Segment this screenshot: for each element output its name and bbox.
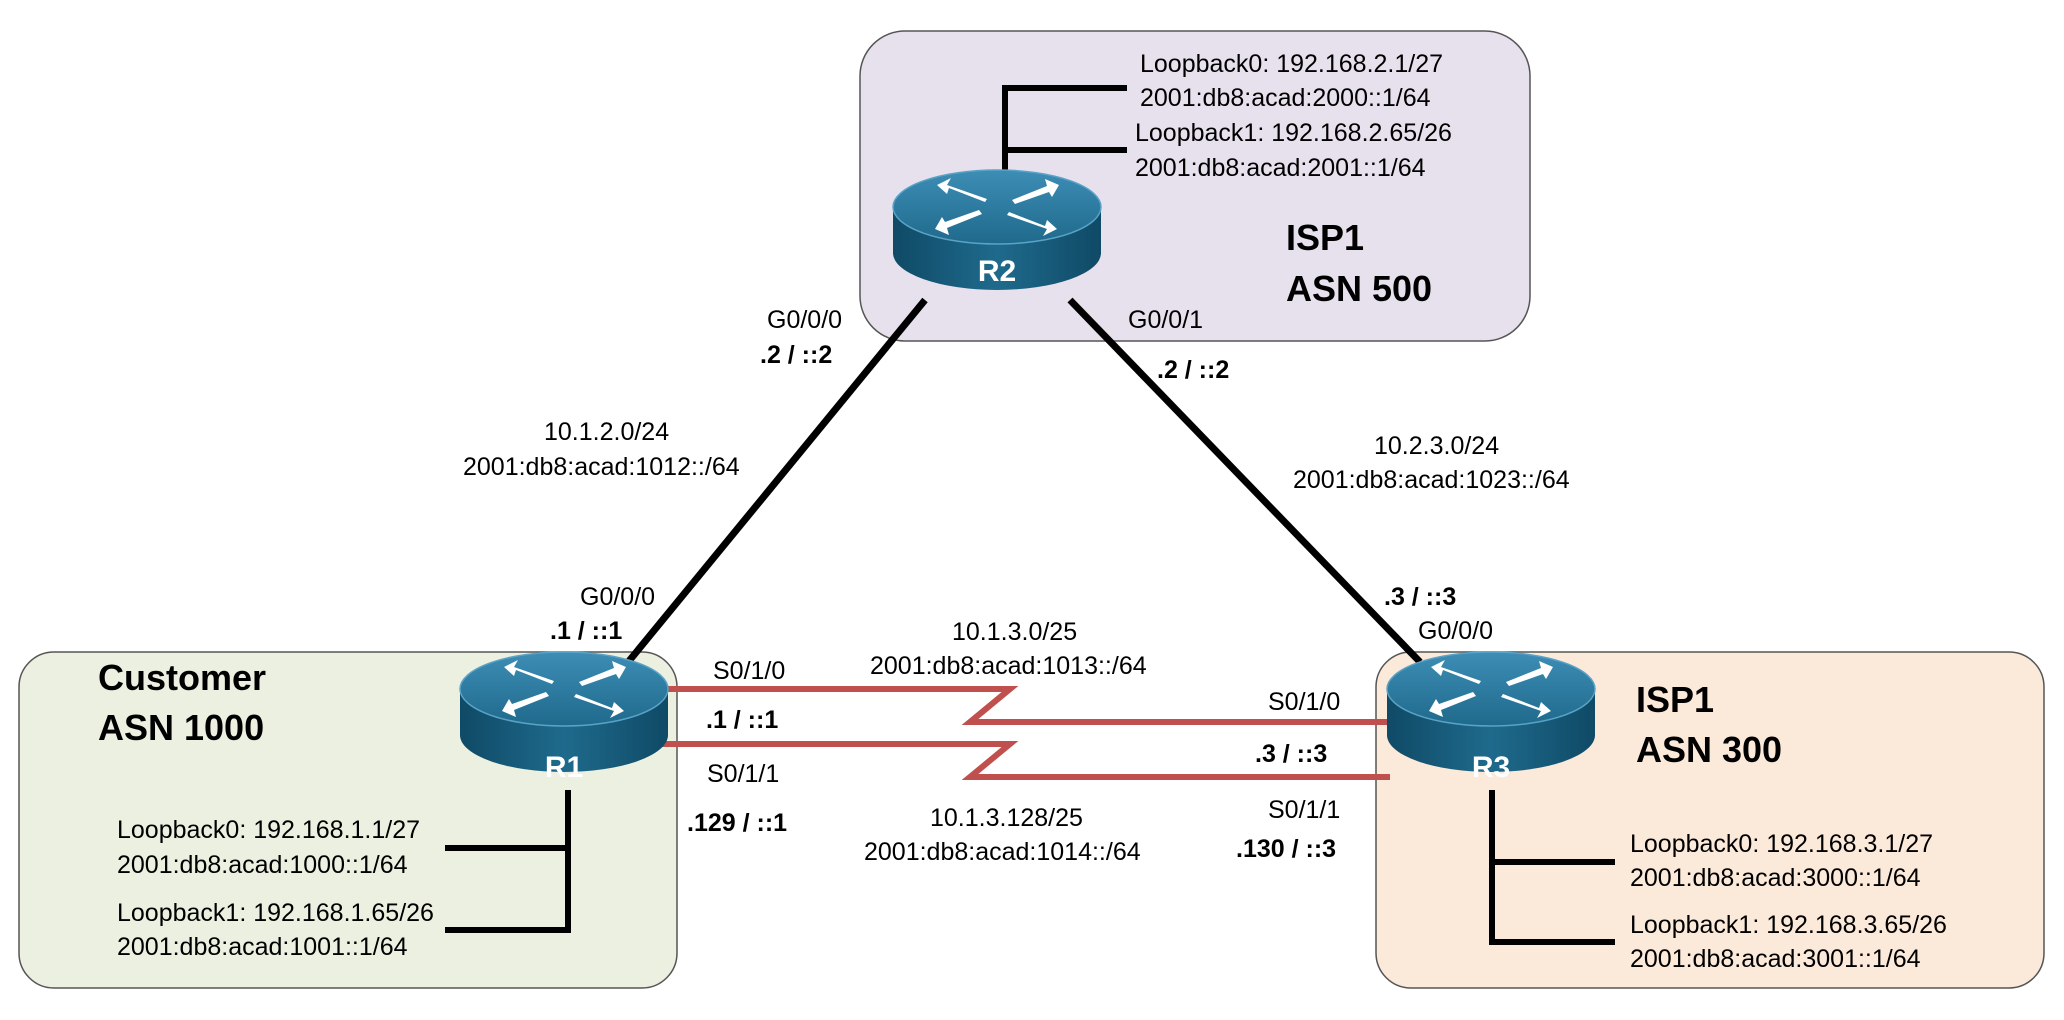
r2-loopback1-ipv6: 2001:db8:acad:2001::1/64 (1135, 154, 1426, 182)
link-r1-r3-a-ipv6: 2001:db8:acad:1013::/64 (870, 652, 1147, 680)
r3-if-s011: S0/1/1 (1268, 796, 1340, 824)
r2-addr-g000: .2 / ::2 (760, 341, 832, 369)
r3-loopback0: Loopback0: 192.168.3.1/27 (1630, 830, 1933, 858)
r3-addr-g000: .3 / ::3 (1384, 583, 1456, 611)
r2-loopback0-ipv6: 2001:db8:acad:2000::1/64 (1140, 84, 1431, 112)
r2-addr-g001: .2 / ::2 (1157, 356, 1229, 384)
r1-loopback0-ipv6: 2001:db8:acad:1000::1/64 (117, 851, 408, 879)
serial-link-r1-r3-b (660, 741, 1390, 780)
link-r1-r3-b-ipv6: 2001:db8:acad:1014::/64 (864, 838, 1141, 866)
r3-loopback1-ipv6: 2001:db8:acad:3001::1/64 (1630, 945, 1921, 973)
serial-link-r1-r3-a (660, 686, 1390, 725)
r1-if-s010: S0/1/0 (713, 657, 785, 685)
r1-if-g000: G0/0/0 (580, 583, 655, 611)
r3-loopback0-ipv6: 2001:db8:acad:3000::1/64 (1630, 864, 1921, 892)
r1-loopback0: Loopback0: 192.168.1.1/27 (117, 816, 420, 844)
isp300-asn: ASN 300 (1636, 729, 1782, 770)
link-r1-r2-ipv4: 10.1.2.0/24 (544, 418, 669, 446)
r2-if-g000: G0/0/0 (767, 306, 842, 334)
router-r2-label: R2 (978, 255, 1016, 288)
r3-addr-s011: .130 / ::3 (1236, 835, 1336, 863)
r2-loopback0: Loopback0: 192.168.2.1/27 (1140, 50, 1443, 78)
r1-addr-s011: .129 / ::1 (687, 809, 787, 837)
link-r1-r3-a-ipv4: 10.1.3.0/25 (952, 618, 1077, 646)
r3-if-s010: S0/1/0 (1268, 688, 1340, 716)
r1-addr-g000: .1 / ::1 (550, 617, 622, 645)
link-r1-r3-b-ipv4: 10.1.3.128/25 (930, 804, 1083, 832)
link-r2-r3 (1067, 297, 1423, 665)
customer-name: Customer (98, 657, 266, 698)
router-r2[interactable]: R2 (892, 169, 1102, 291)
r2-loopback1: Loopback1: 192.168.2.65/26 (1135, 119, 1452, 147)
link-r2-r3-ipv4: 10.2.3.0/24 (1374, 432, 1499, 460)
r3-loopback1: Loopback1: 192.168.3.65/26 (1630, 911, 1947, 939)
r1-addr-s010: .1 / ::1 (706, 706, 778, 734)
link-r1-r2-ipv6: 2001:db8:acad:1012::/64 (463, 453, 740, 481)
isp500-name: ISP1 (1286, 217, 1364, 258)
router-r3-label: R3 (1472, 751, 1510, 784)
link-r1-r2 (617, 297, 928, 675)
r1-loopback1-ipv6: 2001:db8:acad:1001::1/64 (117, 933, 408, 961)
link-r2-r3-ipv6: 2001:db8:acad:1023::/64 (1293, 466, 1570, 494)
customer-asn: ASN 1000 (98, 707, 264, 748)
r1-if-s011: S0/1/1 (707, 760, 779, 788)
router-r1-label: R1 (545, 751, 583, 784)
r1-loopback1: Loopback1: 192.168.1.65/26 (117, 899, 434, 927)
r3-loopback-lines (1489, 790, 1615, 945)
router-r3[interactable]: R3 (1386, 651, 1596, 784)
r3-addr-s010: .3 / ::3 (1255, 740, 1327, 768)
router-r1[interactable]: R1 (459, 651, 669, 784)
r1-loopback-lines (445, 790, 571, 933)
r3-if-g000: G0/0/0 (1418, 617, 1493, 645)
r2-if-g001: G0/0/1 (1128, 306, 1203, 334)
isp500-asn: ASN 500 (1286, 268, 1432, 309)
isp300-name: ISP1 (1636, 679, 1714, 720)
